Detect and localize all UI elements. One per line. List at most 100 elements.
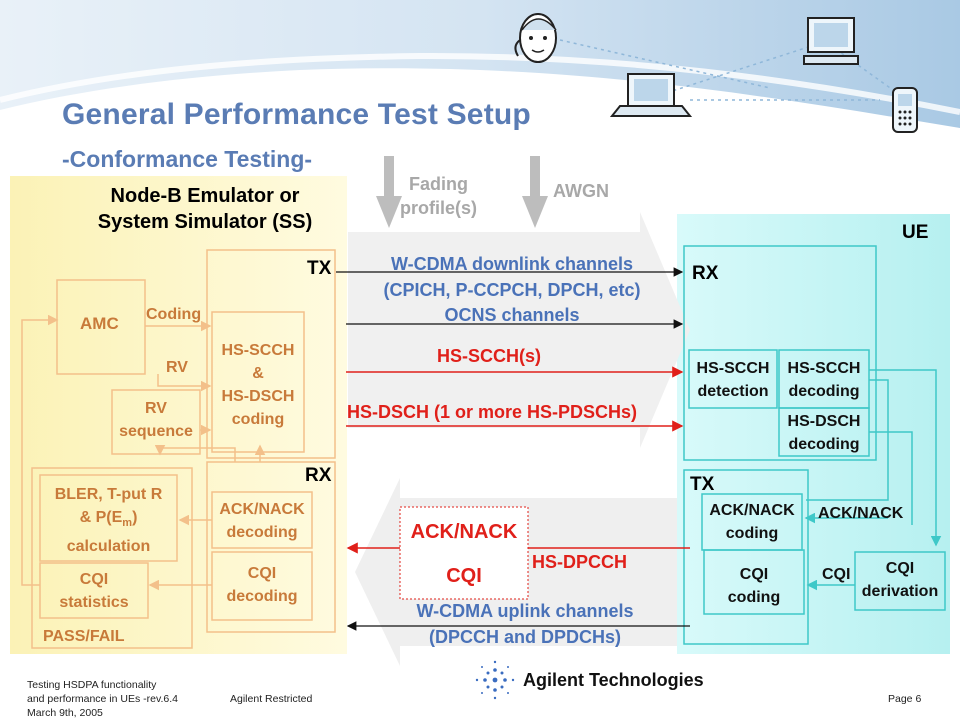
awgn-label: AWGN (553, 181, 609, 201)
downlink-line1: W-CDMA downlink channels (391, 254, 633, 274)
dsch-decoding-line1: HS-DSCH (787, 413, 861, 430)
scch-detection-box (688, 349, 778, 409)
cqi-coding-line2: coding (727, 589, 781, 606)
hs-scch-label: HS-SCCH(s) (437, 346, 542, 366)
footer-company: Agilent Technologies (523, 670, 704, 690)
footer-doc-line3: March 9th, 2005 (27, 707, 103, 719)
laptop-icon (609, 73, 693, 117)
fading-arrow (376, 156, 402, 228)
ack-cqi-dashed-box (399, 506, 529, 600)
node-b-title-line2: System Simulator (SS) (97, 211, 313, 233)
node-b-title-line1: Node-B Emulator or (110, 185, 300, 207)
amc-box (56, 279, 146, 375)
cqi-coding-line1: CQI (739, 566, 769, 583)
rv-sequence-line1: RV (145, 400, 167, 417)
person-icon (514, 13, 557, 63)
scch-decoding-line1: HS-SCCH (787, 360, 861, 377)
cqi-derivation-label: CQI derivation (855, 557, 945, 603)
cqi-derivation-box (854, 551, 946, 611)
cqi-stats-box (39, 562, 149, 619)
ue-rx-label: RX (692, 263, 719, 284)
cqi-coding-label: CQI coding (704, 563, 804, 609)
scch-decoding-line2: decoding (788, 383, 860, 400)
ue-tx-label: TX (690, 474, 715, 495)
hs-scch-coding-line1: HS-SCCH (221, 342, 295, 359)
amc-label: AMC (80, 314, 119, 333)
hs-dpcch-label: HS-DPCCH (532, 552, 628, 572)
ue-cqi-label: CQI (822, 566, 851, 583)
hs-scch-coding-line3: HS-DSCH (221, 388, 295, 405)
ack-nack-channel-label: ACK/NACK (410, 521, 518, 543)
ue-rx-block (683, 245, 877, 461)
cqi-coding-box (703, 549, 805, 615)
node-b-panel (10, 176, 347, 654)
bler-line1: BLER, T-put R (54, 486, 163, 503)
dsch-decoding-label: HS-DSCH decoding (779, 410, 869, 456)
hs-dsch-label: HS-DSCH (1 or more HS-PDSCHs) (347, 402, 638, 422)
scch-decoding-label: HS-SCCH decoding (779, 357, 869, 403)
hs-scch-coding-label: HS-SCCH & HS-DSCH coding (212, 339, 304, 431)
hs-scch-coding-line2: & (252, 365, 264, 382)
downlink-label: W-CDMA downlink channels (CPICH, P-CCPCH… (352, 251, 672, 303)
bler-line2-end: ) (132, 509, 138, 526)
fading-line2: profile(s) (400, 198, 478, 218)
rv-sequence-label: RV sequence (112, 397, 200, 443)
bler-line2: & P(Em) (40, 506, 177, 535)
bler-line2-text: & P(E (79, 509, 123, 526)
cqi-decoding-line2: decoding (226, 588, 298, 605)
slide-subtitle: -Conformance Testing- (62, 146, 313, 172)
uplink-line1: W-CDMA uplink channels (416, 601, 634, 621)
cqi-stats-line1: CQI (79, 571, 109, 588)
bler-line3: calculation (66, 538, 151, 556)
ue-title: UE (902, 222, 929, 243)
rx-label: RX (305, 465, 332, 486)
cqi-decoding-label: CQI decoding (212, 562, 312, 608)
downlink-bg-arrow (348, 212, 690, 448)
coding-label: Coding (146, 306, 202, 323)
slide-title: General Performance Test Setup (62, 98, 531, 131)
tx-label: TX (307, 258, 332, 279)
downlink-line2: (CPICH, P-CCPCH, DPCH, etc) (383, 280, 641, 300)
footer-restricted: Agilent Restricted (230, 693, 313, 705)
cqi-stats-line2: statistics (59, 594, 129, 611)
ack-coding-line2: coding (725, 525, 779, 542)
cqi-channel-label: CQI (446, 565, 482, 587)
pass-fail-label: PASS/FAIL (43, 628, 125, 645)
ack-coding-label: ACK/NACK coding (702, 499, 802, 545)
ue-ack-nack-label: ACK/NACK (818, 505, 904, 522)
ack-decoding-label: ACK/NACK decoding (212, 498, 312, 544)
cqi-decoding-line1: CQI (247, 565, 277, 582)
tx-block (206, 249, 336, 459)
scch-detection-line1: HS-SCCH (696, 360, 770, 377)
cqi-decoding-box (211, 551, 313, 621)
footer-doc-line1: Testing HSDPA functionality (27, 679, 157, 691)
footer-doc-info: Testing HSDPA functionality and performa… (27, 678, 178, 720)
cqi-derivation-line2: derivation (861, 583, 939, 600)
bler-label: BLER, T-put R & P(Em) calculation (40, 483, 177, 558)
cqi-stats-label: CQI statistics (40, 568, 148, 614)
rv-label: RV (166, 359, 188, 376)
fading-line1: Fading (409, 174, 468, 194)
rv-sequence-line2: sequence (119, 423, 193, 440)
uplink-line2: (DPCCH and DPDCHs) (428, 627, 621, 647)
ue-tx-block (683, 469, 809, 645)
uplink-label: W-CDMA uplink channels (DPCCH and DPDCHs… (380, 598, 670, 650)
awgn-arrow (522, 156, 548, 228)
footer-page: Page 6 (888, 693, 922, 705)
scch-detection-label: HS-SCCH detection (689, 357, 777, 403)
fading-label: Fading profile(s) (400, 172, 477, 220)
ack-coding-line1: ACK/NACK (709, 502, 795, 519)
rx-block (206, 461, 336, 633)
bler-box (39, 474, 178, 562)
mobile-phone-icon (892, 87, 918, 133)
ocns-label: OCNS channels (444, 305, 580, 325)
ack-decoding-line2: decoding (226, 524, 298, 541)
dsch-decoding-line2: decoding (788, 436, 860, 453)
bler-subscript: m (122, 517, 133, 530)
agilent-spark-logo (475, 660, 515, 700)
ack-decoding-line1: ACK/NACK (219, 501, 305, 518)
desktop-icon (803, 17, 859, 65)
hs-scch-coding-line4: coding (231, 411, 285, 428)
scch-detection-line2: detection (697, 383, 769, 400)
pass-fail-box (31, 467, 193, 649)
